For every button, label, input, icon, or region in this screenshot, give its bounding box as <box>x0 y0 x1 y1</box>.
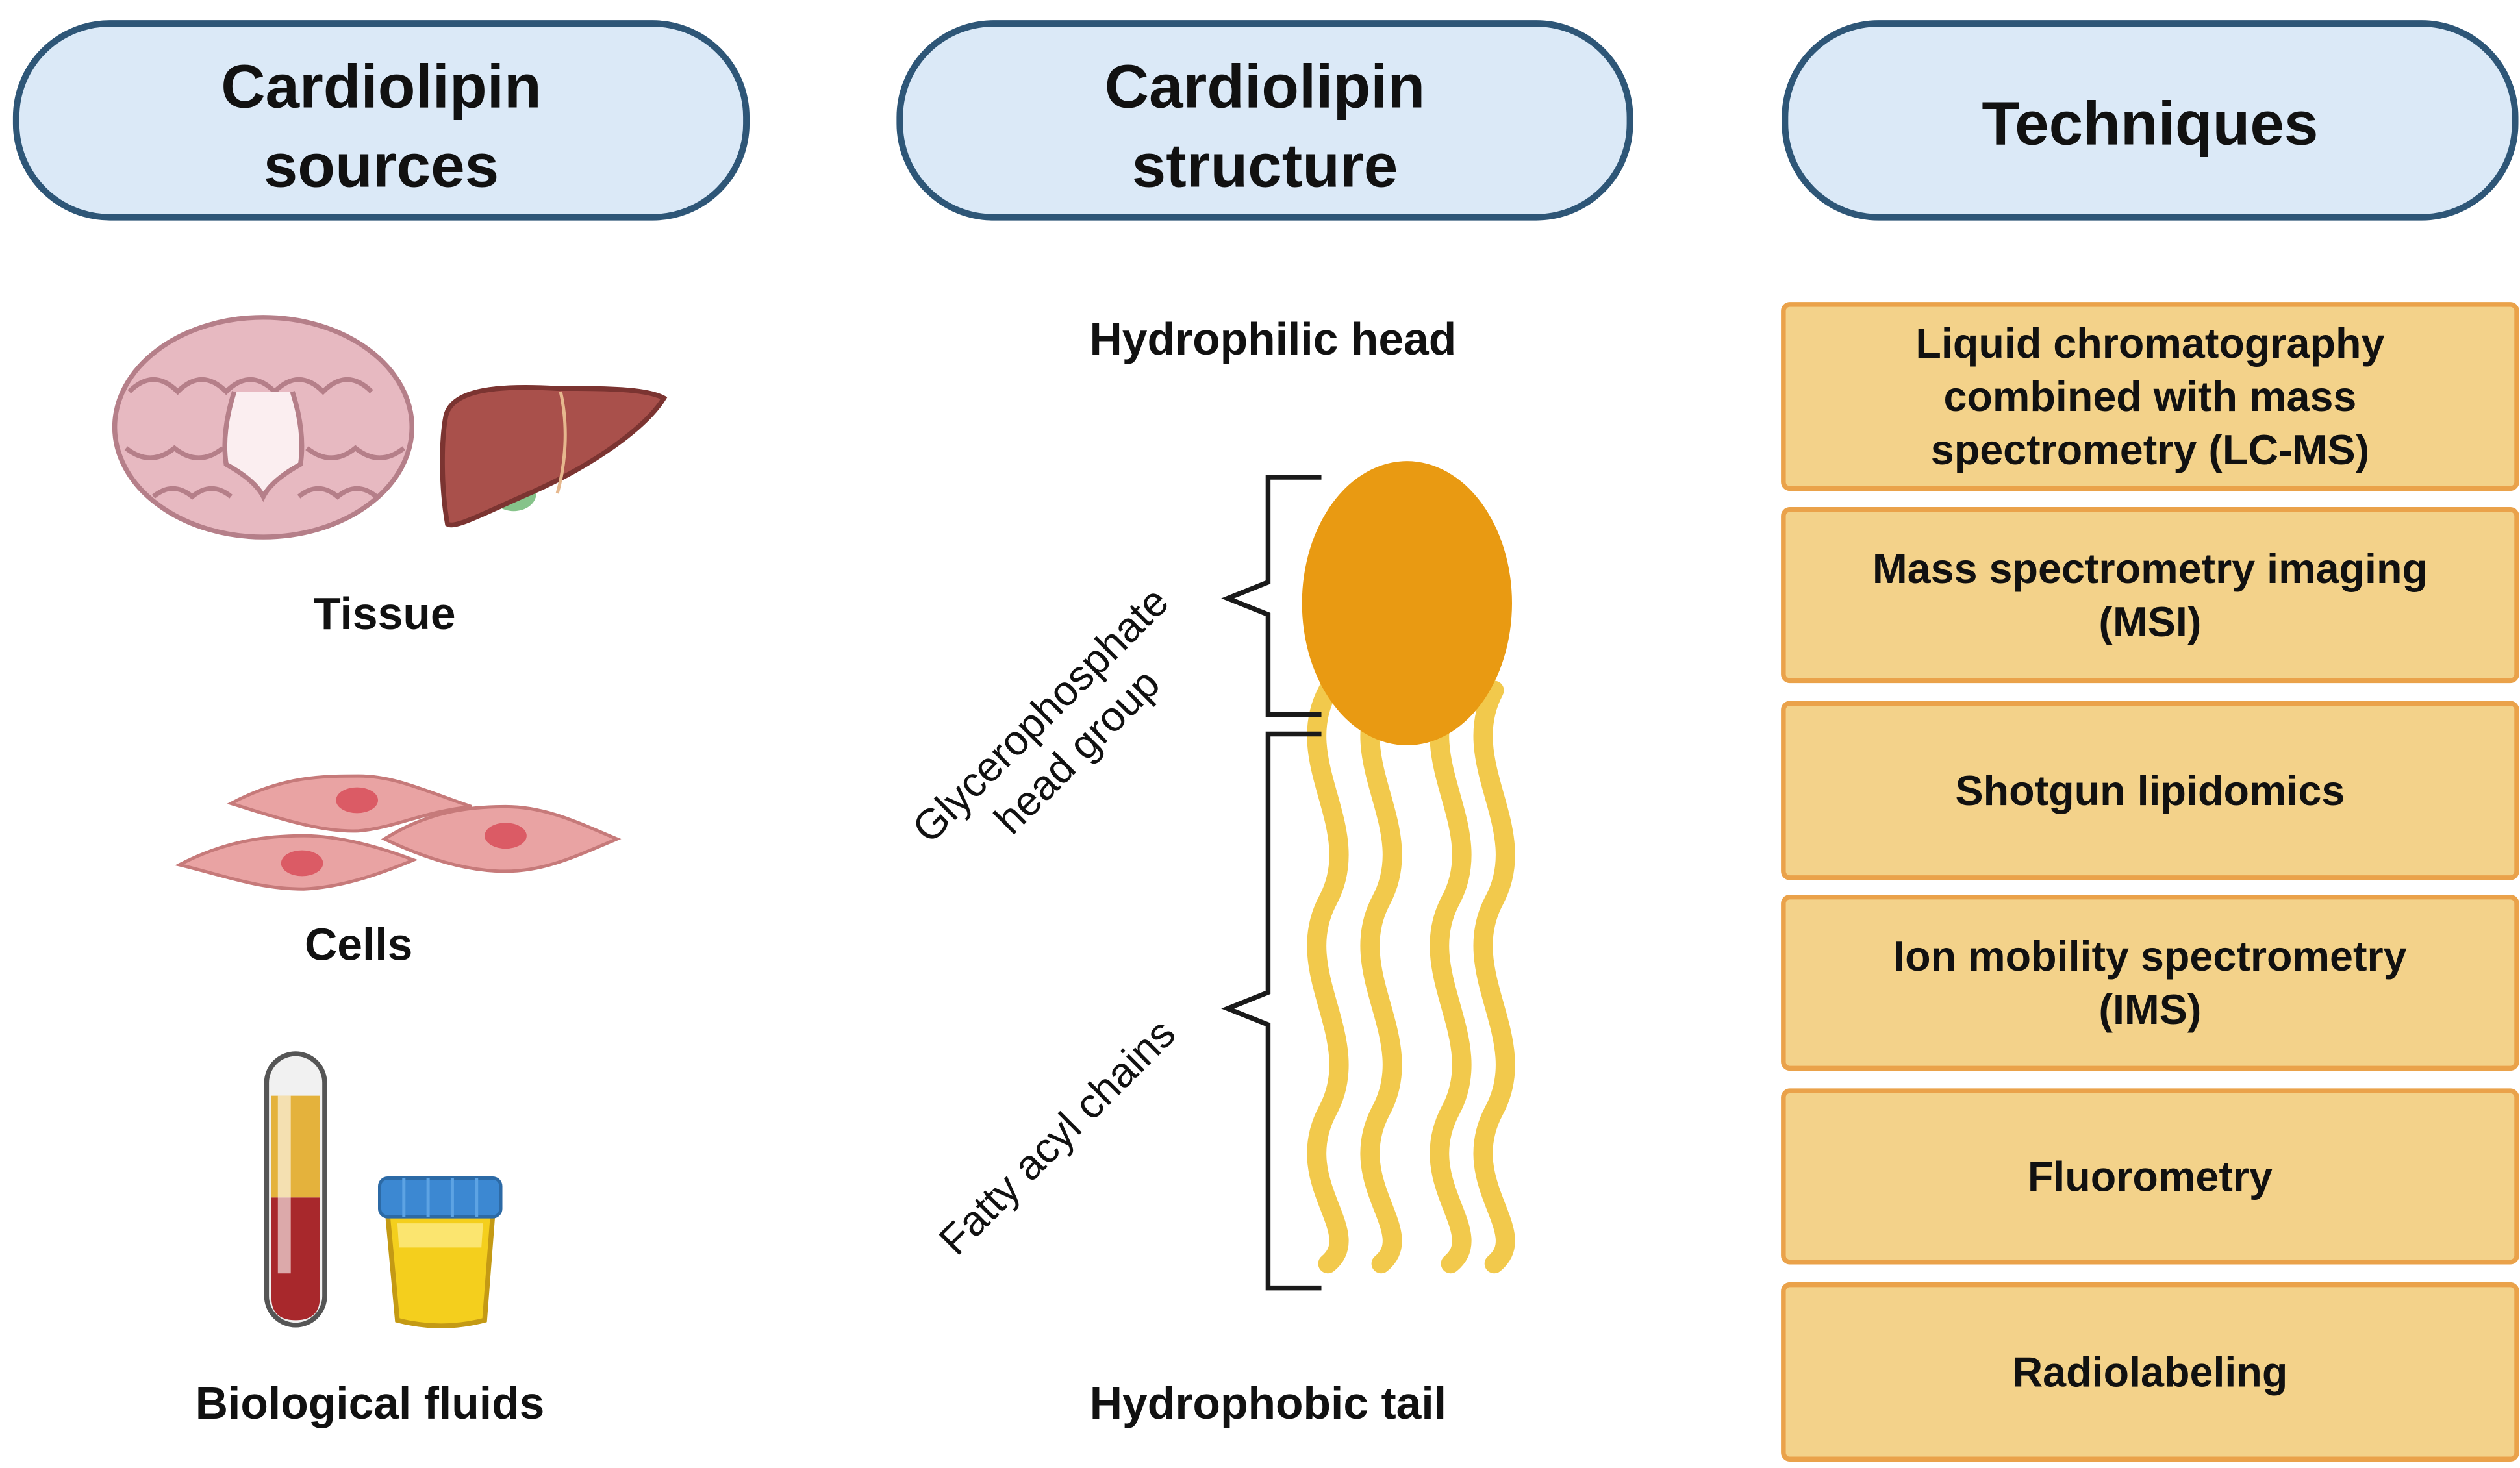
technique-label: Fluorometry <box>2028 1152 2273 1200</box>
technique-item: Mass spectrometry imaging (MSI) <box>1781 507 2519 684</box>
urine-cup-icon <box>378 1176 503 1328</box>
technique-item: Fluorometry <box>1781 1088 2519 1265</box>
techniques-column: Techniques Liquid chromatography combined… <box>1781 20 2519 1462</box>
technique-list: Liquid chromatography combined with mass s… <box>1781 302 2519 1462</box>
structure-title-line2: structure <box>1132 131 1398 200</box>
technique-box <box>1781 507 2519 684</box>
cell-icon <box>175 774 622 891</box>
technique-label: Shotgun lipidomics <box>1956 767 2345 814</box>
fatty-chain-1 <box>1307 680 1349 1274</box>
blood-tube-icon <box>264 1051 327 1328</box>
fatty-chain-4 <box>1473 680 1515 1274</box>
biological-fluids-label: Biological fluids <box>195 1378 545 1428</box>
head-group-bracket <box>1221 475 1322 717</box>
cells-label: Cells <box>305 919 412 970</box>
structure-column: Cardiolipin structure Hydrophilic head G… <box>896 20 1633 1428</box>
technique-box <box>1781 302 2519 491</box>
structure-title-line1: Cardiolipin <box>1105 52 1426 121</box>
hydrophobic-tail-label: Hydrophobic tail <box>1090 1378 1446 1428</box>
technique-label: Radiolabeling <box>2012 1348 2287 1395</box>
technique-label: combined with mass <box>1943 373 2356 420</box>
sources-column: Cardiolipin sources Tissue C <box>12 20 750 1428</box>
fatty-chain-3 <box>1430 680 1472 1274</box>
technique-label: Mass spectrometry imaging <box>1872 545 2428 592</box>
sources-header <box>12 20 750 221</box>
head-group-circle <box>1302 461 1512 745</box>
tissue-label: Tissue <box>313 588 455 639</box>
sources-title-line2: sources <box>264 131 499 200</box>
liver-icon <box>440 384 668 528</box>
fatty-acyl-chains <box>1307 680 1515 1274</box>
technique-label: (IMS) <box>2098 986 2201 1033</box>
technique-box <box>1781 701 2519 880</box>
structure-header <box>896 20 1633 221</box>
hydrophilic-head-label: Hydrophilic head <box>1089 314 1456 364</box>
technique-item: Ion mobility spectrometry (IMS) <box>1781 894 2519 1071</box>
technique-item: Shotgun lipidomics <box>1781 701 2519 880</box>
technique-label: Ion mobility spectrometry <box>1893 932 2406 980</box>
technique-box <box>1781 1282 2519 1462</box>
technique-box <box>1781 894 2519 1071</box>
fatty-chain-2 <box>1360 680 1402 1274</box>
fatty-acyl-chains-label: Fatty acyl chains <box>929 1009 1184 1263</box>
technique-box <box>1781 1088 2519 1265</box>
technique-item: Liquid chromatography combined with mass s… <box>1781 302 2519 491</box>
sources-title-line1: Cardiolipin <box>221 52 542 121</box>
technique-item: Radiolabeling <box>1781 1282 2519 1462</box>
brain-icon <box>112 315 414 540</box>
fatty-chain-bracket <box>1221 731 1322 1291</box>
techniques-title: Techniques <box>1982 90 2318 158</box>
technique-label: Liquid chromatography <box>1915 319 2384 367</box>
technique-label: (MSI) <box>2098 598 2201 645</box>
techniques-header <box>1782 20 2519 221</box>
technique-label: spectrometry (LC-MS) <box>1931 426 2369 473</box>
